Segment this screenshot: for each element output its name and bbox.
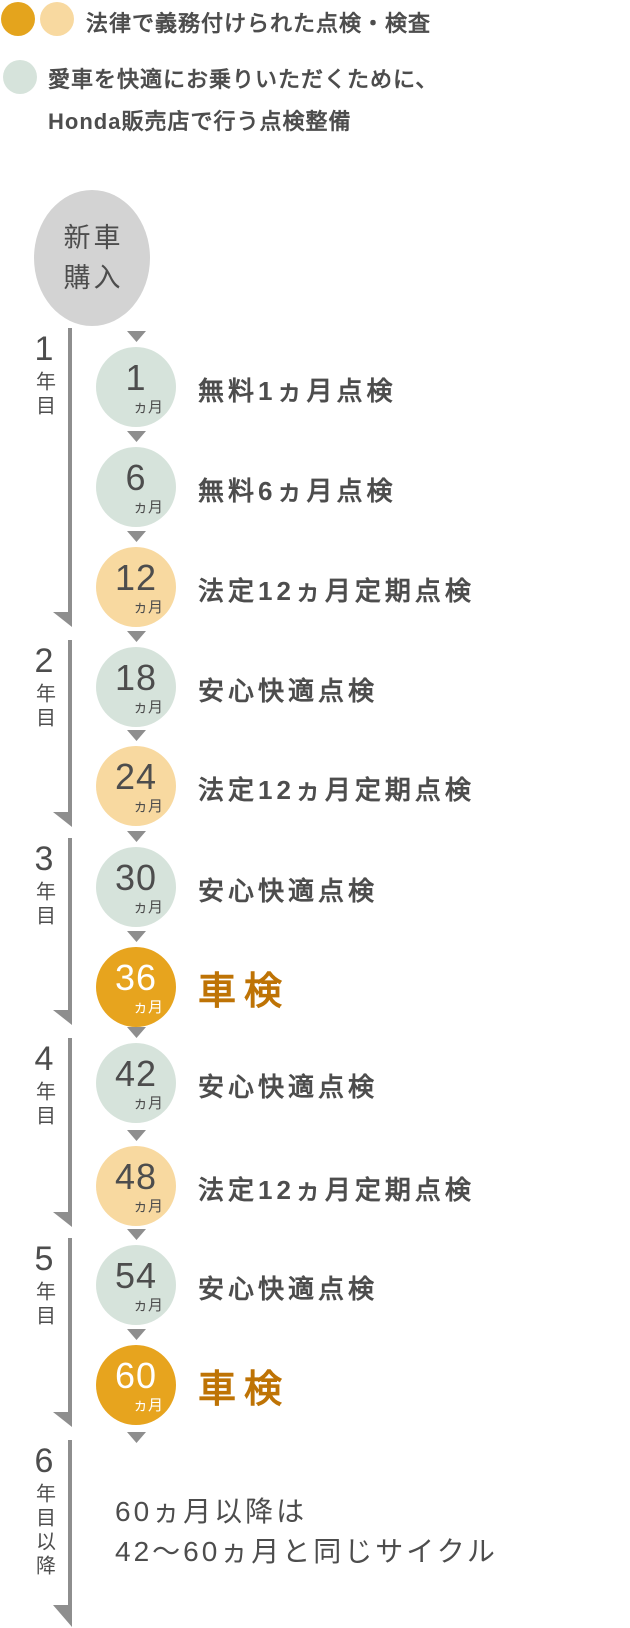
start-node-label-line1: 新車 bbox=[63, 223, 124, 253]
node-30-month: 30 ヵ月 bbox=[96, 847, 176, 927]
legend-swatch-legal-dark bbox=[1, 2, 35, 36]
item-label-18-month: 安心快適点検 bbox=[198, 676, 379, 706]
year-1-suffix: 年目 bbox=[32, 371, 55, 419]
item-label-30-month: 安心快適点検 bbox=[198, 876, 379, 906]
legend-label-dealer-line2: Honda販売店で行う点検整備 bbox=[48, 109, 352, 134]
year-5-suffix: 年目 bbox=[32, 1281, 55, 1329]
item-label-36-month-shaken: 車検 bbox=[198, 971, 291, 1013]
down-arrow-icon bbox=[127, 1130, 146, 1141]
down-arrow-icon bbox=[127, 1027, 146, 1038]
year-2-suffix: 年目 bbox=[32, 683, 55, 731]
month-number: 12 bbox=[114, 556, 158, 598]
node-54-month: 54 ヵ月 bbox=[96, 1245, 176, 1325]
node-48-month: 48 ヵ月 bbox=[96, 1146, 176, 1226]
year-1-arrow-icon bbox=[53, 612, 72, 627]
month-unit: ヵ月 bbox=[132, 498, 163, 516]
item-label-6-month: 無料6ヵ月点検 bbox=[198, 476, 397, 506]
node-12-month: 12 ヵ月 bbox=[96, 547, 176, 627]
year-2-line bbox=[68, 640, 72, 812]
year-3-line bbox=[68, 838, 72, 1010]
month-number: 60 bbox=[114, 1354, 158, 1396]
year-3-number: 3 bbox=[34, 840, 54, 878]
year-1-line bbox=[68, 328, 72, 612]
month-unit: ヵ月 bbox=[132, 698, 163, 716]
node-36-month-shaken: 36 ヵ月 bbox=[96, 947, 176, 1027]
node-60-month-shaken: 60 ヵ月 bbox=[96, 1345, 176, 1425]
legend-label-legal: 法律で義務付けられた点検・検査 bbox=[86, 11, 432, 36]
month-number: 24 bbox=[114, 755, 158, 797]
month-unit: ヵ月 bbox=[132, 898, 163, 916]
month-number: 1 bbox=[125, 356, 147, 398]
start-node-new-car-purchase: 新車 購入 bbox=[34, 190, 150, 326]
month-unit: ヵ月 bbox=[132, 598, 163, 616]
node-1-month: 1 ヵ月 bbox=[96, 347, 176, 427]
item-label-60-month-shaken: 車検 bbox=[198, 1369, 291, 1411]
down-arrow-icon bbox=[127, 1229, 146, 1240]
month-number: 42 bbox=[114, 1052, 158, 1094]
legend-swatch-legal-light bbox=[40, 2, 74, 36]
year-3-suffix: 年目 bbox=[32, 881, 55, 929]
year-5-arrow-icon bbox=[53, 1412, 72, 1427]
year-4-label: 4 年目 bbox=[26, 1042, 62, 1129]
item-label-24-month: 法定12ヵ月定期点検 bbox=[198, 775, 475, 805]
year-5-line bbox=[68, 1238, 72, 1412]
month-number: 6 bbox=[125, 456, 147, 498]
year-1-label: 1 年目 bbox=[26, 332, 62, 419]
month-unit: ヵ月 bbox=[132, 1197, 163, 1215]
down-arrow-icon bbox=[127, 1329, 146, 1340]
month-unit: ヵ月 bbox=[132, 998, 163, 1016]
month-number: 18 bbox=[114, 656, 158, 698]
node-24-month: 24 ヵ月 bbox=[96, 746, 176, 826]
footer-note-line1: 60ヵ月以降は bbox=[115, 1496, 308, 1527]
down-arrow-icon bbox=[127, 531, 146, 542]
down-arrow-icon bbox=[127, 431, 146, 442]
node-18-month: 18 ヵ月 bbox=[96, 647, 176, 727]
start-node-label-line2: 購入 bbox=[63, 263, 124, 293]
item-label-1-month: 無料1ヵ月点検 bbox=[198, 376, 397, 406]
month-number: 54 bbox=[114, 1254, 158, 1296]
legend-swatch-dealer bbox=[3, 60, 37, 94]
year-3-label: 3 年目 bbox=[26, 842, 62, 929]
down-arrow-icon bbox=[127, 631, 146, 642]
year-6-arrow-icon bbox=[53, 1605, 72, 1627]
year-5-number: 5 bbox=[34, 1240, 54, 1278]
year-4-suffix: 年目 bbox=[32, 1081, 55, 1129]
month-unit: ヵ月 bbox=[132, 797, 163, 815]
month-number: 30 bbox=[114, 856, 158, 898]
month-number: 36 bbox=[114, 956, 158, 998]
year-4-arrow-icon bbox=[53, 1212, 72, 1227]
year-3-arrow-icon bbox=[53, 1010, 72, 1025]
footer-note-line2: 42～60ヵ月と同じサイクル bbox=[115, 1536, 498, 1567]
month-unit: ヵ月 bbox=[132, 398, 163, 416]
year-1-number: 1 bbox=[34, 330, 54, 368]
item-label-54-month: 安心快適点検 bbox=[198, 1274, 379, 1304]
month-number: 48 bbox=[114, 1155, 158, 1197]
legend-label-dealer-line1: 愛車を快適にお乗りいただくために、 bbox=[48, 67, 439, 92]
year-5-label: 5 年目 bbox=[26, 1242, 62, 1329]
item-label-42-month: 安心快適点検 bbox=[198, 1072, 379, 1102]
month-unit: ヵ月 bbox=[132, 1094, 163, 1112]
down-arrow-icon bbox=[127, 931, 146, 942]
down-arrow-icon bbox=[127, 730, 146, 741]
item-label-48-month: 法定12ヵ月定期点検 bbox=[198, 1175, 475, 1205]
year-6-label: 6 年目以降 bbox=[26, 1444, 62, 1579]
year-6-suffix: 年目以降 bbox=[32, 1483, 55, 1579]
year-2-number: 2 bbox=[34, 642, 54, 680]
down-arrow-icon bbox=[127, 1432, 146, 1443]
node-6-month: 6 ヵ月 bbox=[96, 447, 176, 527]
year-6-line bbox=[68, 1440, 72, 1606]
down-arrow-icon bbox=[127, 331, 146, 342]
year-6-number: 6 bbox=[34, 1442, 54, 1480]
down-arrow-icon bbox=[127, 831, 146, 842]
year-4-number: 4 bbox=[34, 1040, 54, 1078]
item-label-12-month: 法定12ヵ月定期点検 bbox=[198, 576, 475, 606]
year-4-line bbox=[68, 1038, 72, 1212]
year-2-label: 2 年目 bbox=[26, 644, 62, 731]
year-2-arrow-icon bbox=[53, 812, 72, 827]
month-unit: ヵ月 bbox=[132, 1296, 163, 1314]
month-unit: ヵ月 bbox=[132, 1396, 163, 1414]
node-42-month: 42 ヵ月 bbox=[96, 1043, 176, 1123]
